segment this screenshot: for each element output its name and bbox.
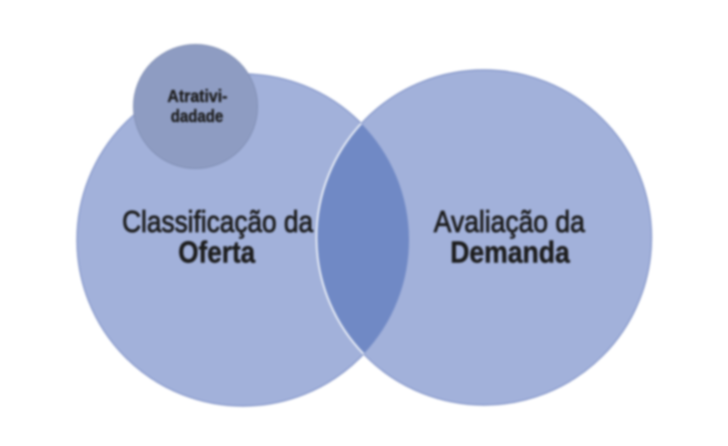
svg-text:dadade: dadade: [171, 106, 224, 126]
svg-text:Classificação da: Classificação da: [122, 204, 314, 239]
svg-text:Oferta: Oferta: [178, 235, 256, 270]
svg-text:Avaliação da: Avaliação da: [434, 204, 586, 239]
svg-text:Atrativi-: Atrativi-: [167, 86, 227, 106]
svg-text:Demanda: Demanda: [450, 235, 570, 270]
